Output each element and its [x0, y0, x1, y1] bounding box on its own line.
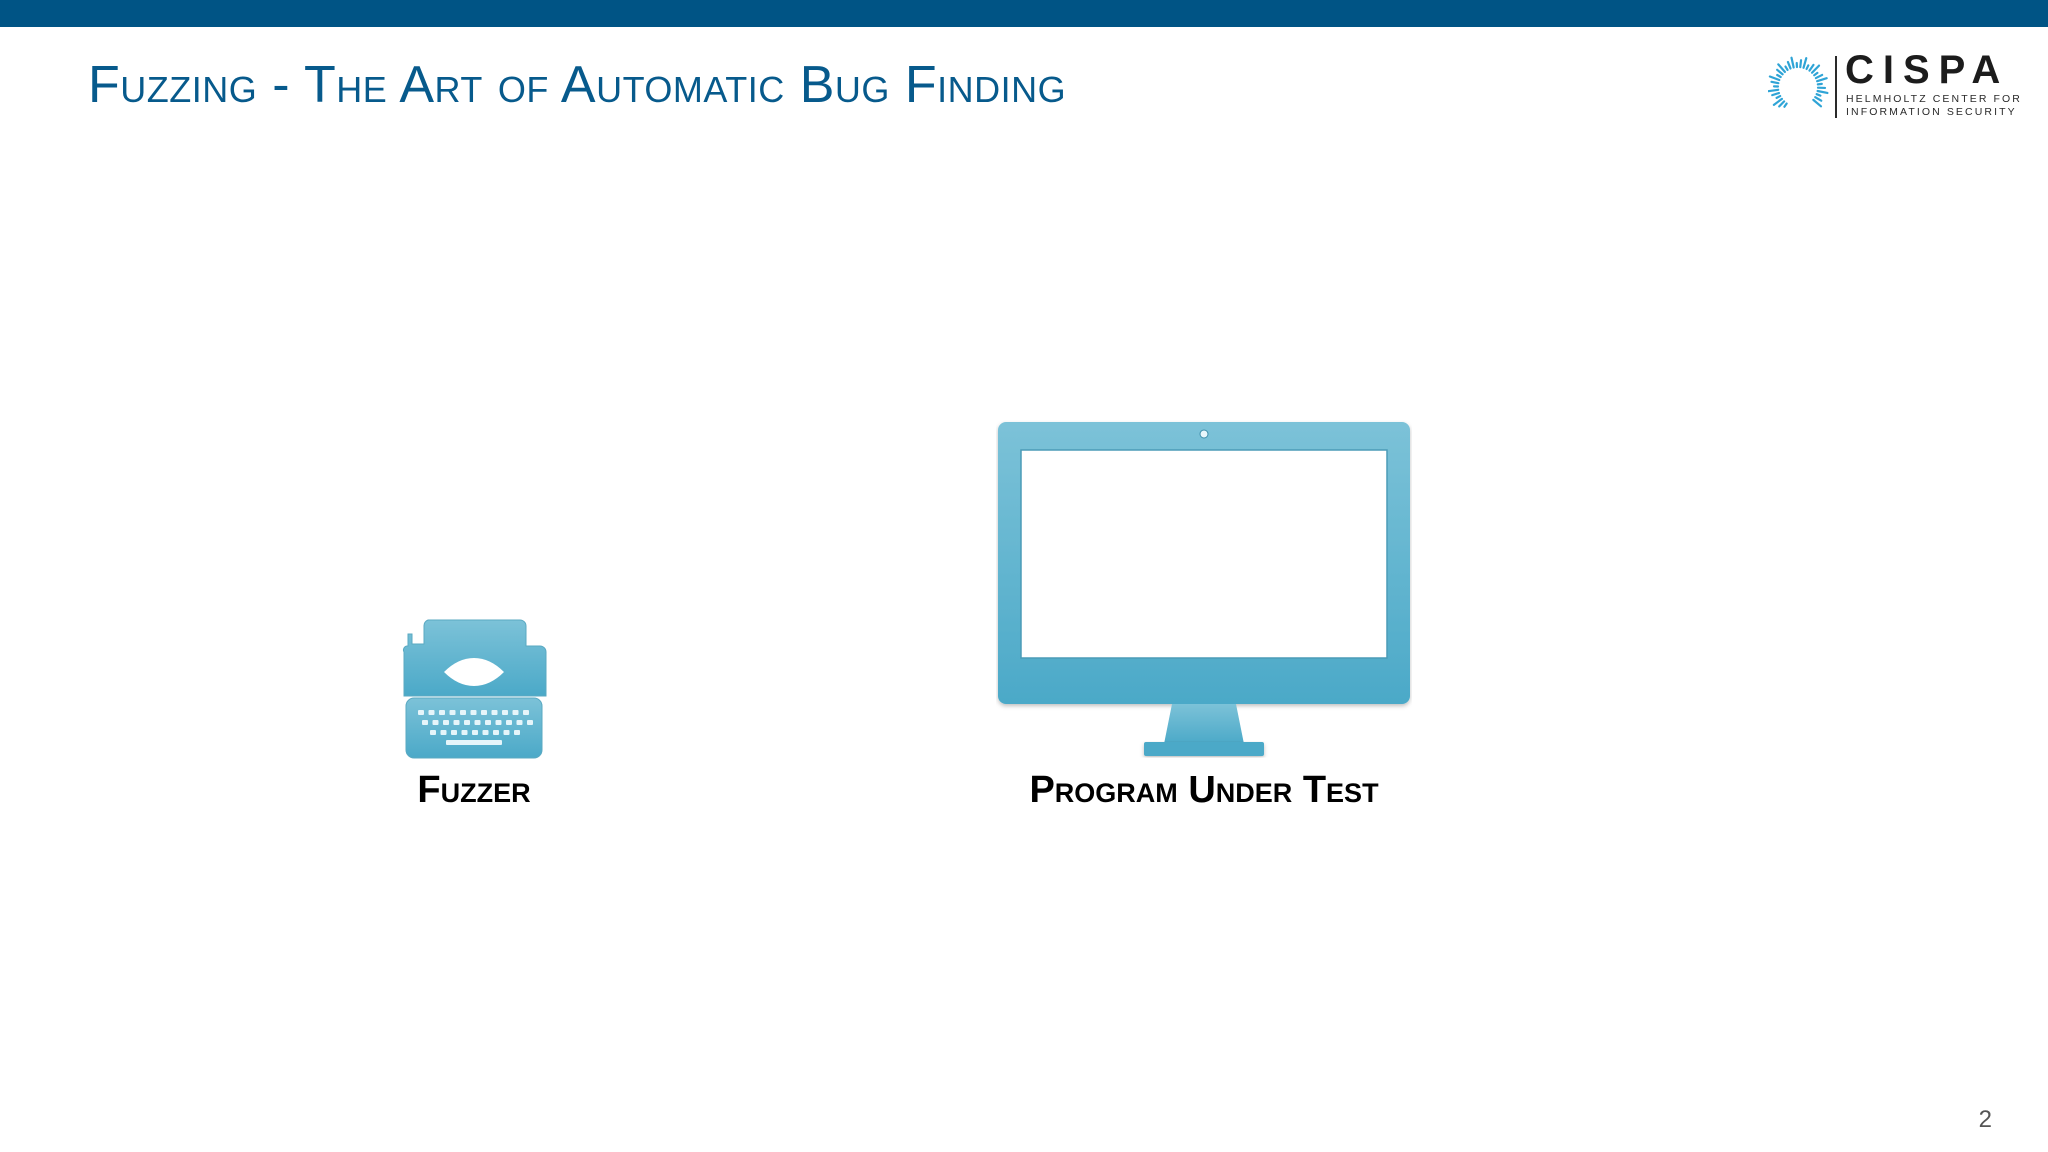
logo-ring-tick [1784, 65, 1789, 72]
typewriter-key [440, 730, 447, 735]
logo-ring-tick [1815, 93, 1822, 97]
typewriter-carriage [402, 619, 547, 697]
typewriter-paper-slot [444, 658, 504, 686]
typewriter-key [428, 710, 435, 715]
typewriter-key [418, 710, 424, 715]
typewriter-key [485, 720, 491, 725]
logo-ring-tick [1799, 59, 1803, 69]
typewriter-key [506, 720, 512, 725]
typewriter-key [523, 710, 529, 715]
typewriter-key [430, 730, 436, 735]
logo-subtitle-line1: HELMHOLTZ CENTER FOR [1846, 93, 2022, 105]
monitor-stand-base [1144, 742, 1264, 756]
slide-title: Fuzzing - The Art of Automatic Bug Findi… [88, 56, 1067, 114]
typewriter-key [453, 720, 460, 725]
typewriter-keys [418, 710, 533, 735]
cispa-logo: CISPA HELMHOLTZ CENTER FOR INFORMATION S… [1768, 48, 2020, 122]
top-bar [0, 0, 2048, 27]
typewriter-key [491, 710, 498, 715]
typewriter-key [481, 710, 487, 715]
monitor-camera [1199, 429, 1209, 439]
logo-ring-tick [1816, 89, 1829, 95]
typewriter-key [460, 710, 466, 715]
typewriter-keyboard-body [405, 697, 543, 759]
logo-ring-tick [1805, 64, 1810, 71]
logo-ring-tick [1775, 94, 1782, 99]
typewriter-key [482, 730, 489, 735]
logo-ring-tick [1776, 73, 1782, 79]
program-under-test-label: Program Under Test [1029, 769, 1379, 811]
logo-ring-tick [1772, 97, 1784, 106]
typewriter-key [443, 720, 449, 725]
typewriter-key [516, 720, 523, 725]
monitor-neck [1164, 704, 1244, 744]
logo-ring-tick [1812, 98, 1823, 108]
monitor-icon [998, 422, 1410, 756]
typewriter-key [464, 720, 470, 725]
logo-divider [1835, 56, 1837, 118]
typewriter-spacebar [446, 740, 502, 745]
logo-ring-tick [1816, 77, 1828, 83]
logo-ring-tick [1810, 64, 1821, 74]
logo-ring-tick [1768, 75, 1781, 82]
logo-ring-tick [1771, 91, 1781, 97]
monitor-screen [1020, 449, 1388, 659]
page-number: 2 [1978, 1106, 1992, 1133]
logo-ring-tick [1770, 80, 1780, 85]
typewriter-key [503, 730, 510, 735]
logo-ring-tick [1808, 63, 1815, 72]
logo-ring-tick [1802, 57, 1808, 69]
typewriter-key [451, 730, 457, 735]
typewriter-key [514, 730, 520, 735]
logo-ring-tick [1777, 63, 1786, 74]
logo-ring-tick [1778, 100, 1786, 108]
typewriter-key [439, 710, 445, 715]
logo-ring-tick [1813, 71, 1819, 77]
cispa-ring-icon [1768, 56, 1829, 108]
typewriter-key [512, 710, 519, 715]
typewriter-icon [402, 619, 547, 759]
logo-ring-tick [1814, 96, 1823, 102]
logo-ring-tick [1776, 68, 1784, 76]
logo-ring-tick [1816, 82, 1823, 86]
logo-ring-tick [1786, 60, 1792, 70]
typewriter-key [502, 710, 508, 715]
typewriter-key [474, 720, 481, 725]
typewriter-key [432, 720, 439, 725]
typewriter-key [495, 720, 502, 725]
typewriter-key [449, 710, 456, 715]
typewriter-key [472, 730, 478, 735]
logo-ring-tick [1783, 102, 1788, 108]
logo-ring-tick [1790, 56, 1795, 69]
typewriter-key [527, 720, 533, 725]
typewriter-key [493, 730, 499, 735]
logo-subtitle-line2: INFORMATION SECURITY [1846, 106, 2017, 118]
typewriter-key [422, 720, 428, 725]
logo-wordmark: CISPA [1845, 48, 2010, 92]
fuzzer-label: Fuzzer [417, 769, 531, 811]
logo-ring-tick [1768, 88, 1780, 93]
logo-ring-tick [1814, 73, 1824, 80]
typewriter-key [461, 730, 468, 735]
typewriter-key [470, 710, 477, 715]
